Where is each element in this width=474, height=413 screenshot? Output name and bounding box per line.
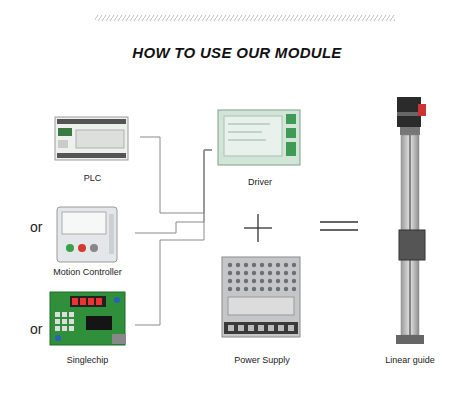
item-label: Driver — [212, 177, 308, 187]
or-label: or — [30, 219, 42, 235]
controller-item: Singlechip — [40, 288, 135, 368]
item-label: PLC — [45, 173, 140, 183]
plc-image — [55, 117, 128, 160]
linear-guide-image — [396, 97, 426, 344]
linear-guide-item: Linear guide — [370, 88, 450, 368]
signal-wire — [135, 150, 212, 325]
or-label: or — [30, 321, 42, 337]
controller-item: Motion Controller — [40, 200, 135, 280]
signal-wire — [140, 137, 212, 213]
power-supply-image — [222, 257, 300, 337]
singlechip-image — [50, 292, 126, 345]
driver-image — [218, 110, 300, 165]
top-decoration — [95, 15, 395, 21]
power-supply-item: Power Supply — [212, 250, 312, 368]
item-label: Power Supply — [212, 355, 312, 365]
equals-sign — [320, 222, 358, 230]
controller-item: PLC — [45, 108, 140, 186]
motion-controller-image — [57, 207, 117, 262]
signal-wire — [135, 150, 212, 233]
item-label: Singlechip — [40, 355, 135, 365]
item-label: Linear guide — [370, 355, 450, 365]
item-label: Motion Controller — [40, 267, 135, 277]
title: HOW TO USE OUR MODULE — [0, 44, 474, 61]
driver-item: Driver — [212, 105, 308, 190]
plus-sign — [244, 214, 272, 242]
